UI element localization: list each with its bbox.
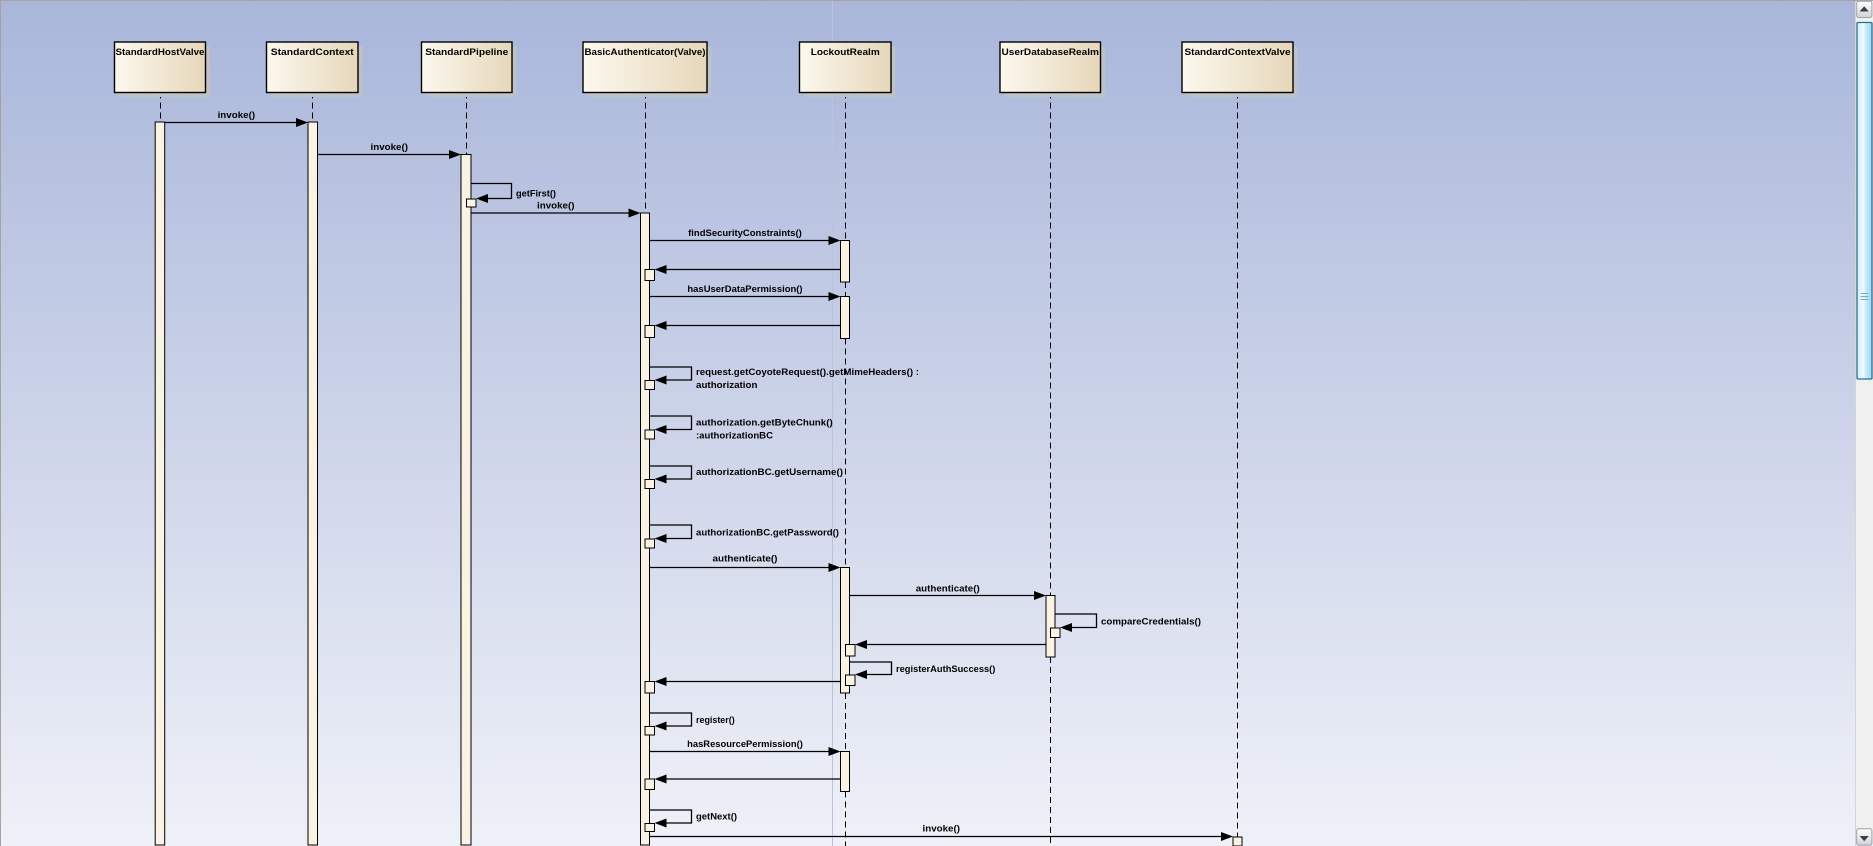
svg-text:invoke(): invoke()	[537, 200, 575, 211]
svg-text:authorizationBC.getUsername(): authorizationBC.getUsername()	[696, 467, 843, 478]
svg-text:authenticate(): authenticate()	[713, 554, 778, 565]
svg-text:authorization.getByteChunk(): authorization.getByteChunk()	[696, 418, 833, 429]
svg-text:authorization: authorization	[696, 380, 758, 391]
svg-text:authorizationBC.getPassword(): authorizationBC.getPassword()	[696, 528, 839, 539]
svg-text:UserDatabaseRealm: UserDatabaseRealm	[1002, 47, 1100, 58]
svg-text:hasResourcePermission(): hasResourcePermission()	[687, 739, 803, 750]
svg-text:StandardContextValve: StandardContextValve	[1185, 47, 1291, 58]
svg-text::authorizationBC: :authorizationBC	[696, 431, 773, 442]
svg-text:register(): register()	[696, 715, 735, 726]
svg-text:hasUserDataPermission(): hasUserDataPermission()	[687, 284, 802, 295]
svg-text:LockoutRealm: LockoutRealm	[811, 47, 880, 58]
svg-text:invoke(): invoke()	[923, 824, 961, 835]
svg-text:StandardPipeline: StandardPipeline	[425, 47, 508, 58]
svg-text:compareCredentials(): compareCredentials()	[1101, 617, 1201, 628]
svg-text:findSecurityConstraints(): findSecurityConstraints()	[688, 228, 802, 239]
svg-text:getFirst(): getFirst()	[516, 189, 556, 200]
svg-text:StandardHostValve: StandardHostValve	[116, 47, 205, 58]
svg-text:getNext(): getNext()	[696, 812, 737, 823]
svg-text:invoke(): invoke()	[371, 142, 409, 153]
svg-text:BasicAuthenticator(Valve): BasicAuthenticator(Valve)	[585, 47, 706, 58]
svg-text:authenticate(): authenticate()	[916, 584, 980, 595]
svg-text:StandardContext: StandardContext	[271, 47, 355, 58]
svg-text:request.getCoyoteRequest().get: request.getCoyoteRequest().getMimeHeader…	[696, 367, 919, 378]
svg-text:registerAuthSuccess(): registerAuthSuccess()	[896, 664, 995, 675]
svg-text:invoke(): invoke()	[218, 110, 256, 121]
